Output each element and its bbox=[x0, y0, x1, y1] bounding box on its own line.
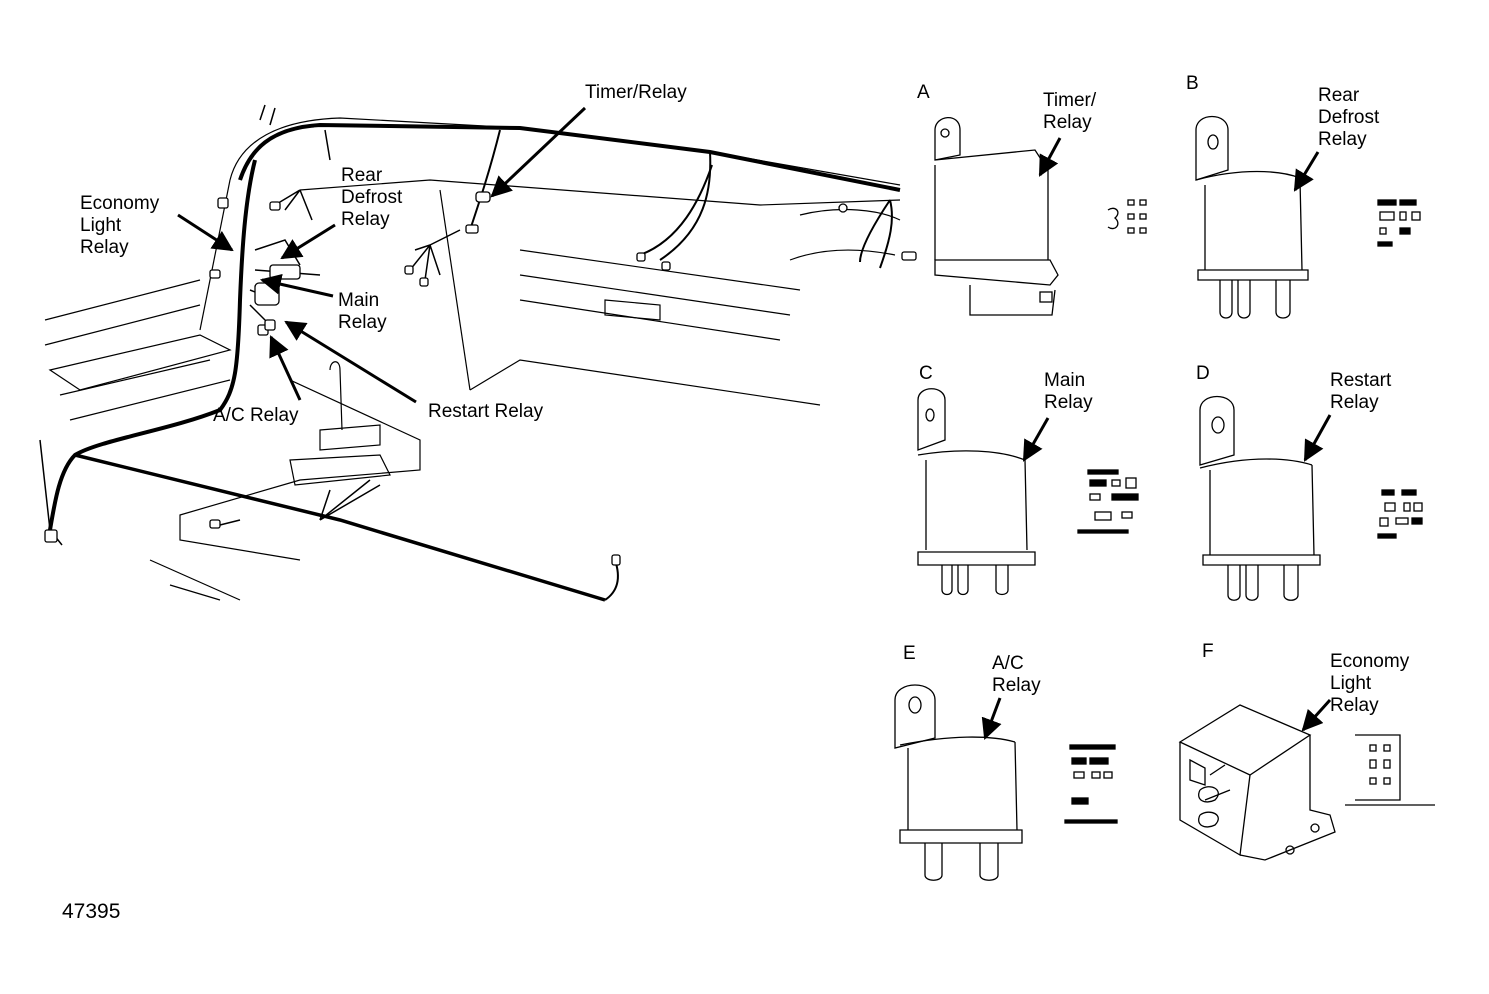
label-line: Restart bbox=[1330, 370, 1392, 391]
panel-b-terminal-view bbox=[1377, 199, 1421, 247]
panel-a-letter: A bbox=[917, 82, 930, 103]
label-line: Relay bbox=[80, 237, 129, 258]
panel-a-timer-relay bbox=[934, 116, 1147, 316]
label-line: Relay bbox=[1318, 129, 1367, 150]
panel-b-label: Rear Defrost Relay bbox=[1318, 85, 1379, 151]
panel-b-rear-defrost-relay bbox=[1195, 116, 1421, 319]
panel-e-letter: E bbox=[903, 643, 916, 664]
panel-a-label: Timer/ Relay bbox=[1043, 90, 1096, 134]
panel-e-ac-relay bbox=[894, 684, 1118, 881]
panel-d-letter: D bbox=[1196, 363, 1210, 384]
panel-d-terminal-view bbox=[1377, 489, 1423, 539]
panel-a-terminal-view bbox=[1107, 199, 1147, 234]
label-timer-relay: Timer/Relay bbox=[585, 82, 687, 103]
panel-f-terminal-view bbox=[1345, 734, 1435, 806]
panel-f-economy-light-relay bbox=[1178, 704, 1435, 861]
arrow-ac-relay bbox=[269, 335, 302, 401]
panel-c-terminal-view bbox=[1077, 469, 1139, 534]
label-line: Rear bbox=[341, 165, 383, 186]
panel-arrows bbox=[981, 137, 1332, 740]
panel-c-letter: C bbox=[919, 363, 933, 384]
label-line: Main bbox=[338, 290, 380, 311]
arrow-panel-d bbox=[1303, 414, 1332, 462]
arrow-rear-defrost bbox=[280, 223, 336, 260]
label-line: Relay bbox=[338, 312, 387, 333]
arrow-main-relay bbox=[259, 273, 334, 298]
arrow-timer-relay bbox=[490, 106, 587, 198]
label-line: Economy bbox=[1330, 651, 1410, 672]
dashboard-outline bbox=[44, 117, 901, 601]
label-line: Defrost bbox=[341, 187, 403, 208]
arrow-panel-e bbox=[981, 697, 1002, 740]
arrow-restart-relay bbox=[284, 320, 417, 404]
panel-b-letter: B bbox=[1186, 73, 1199, 94]
label-rear-defrost-relay: Rear Defrost Relay bbox=[341, 165, 402, 231]
label-line: Timer/ bbox=[1043, 90, 1097, 111]
label-line: Relay bbox=[1330, 695, 1379, 716]
panel-e-label: A/C Relay bbox=[992, 653, 1041, 697]
callout-arrows bbox=[177, 106, 587, 404]
arrow-panel-b bbox=[1293, 151, 1320, 192]
panel-d-label: Restart Relay bbox=[1330, 370, 1391, 414]
panel-f-letter: F bbox=[1202, 641, 1214, 662]
label-ac-relay: A/C Relay bbox=[213, 405, 299, 426]
panel-e-terminal-view bbox=[1064, 744, 1118, 824]
arrow-economy-light bbox=[177, 213, 234, 252]
label-main-relay: Main Relay bbox=[338, 290, 387, 334]
panel-c-label: Main Relay bbox=[1044, 370, 1093, 414]
arrow-panel-a bbox=[1038, 137, 1062, 177]
panel-d-restart-relay bbox=[1199, 396, 1423, 601]
label-line: Main bbox=[1044, 370, 1086, 391]
arrow-panel-f bbox=[1301, 698, 1332, 732]
label-line: Relay bbox=[341, 209, 390, 230]
label-line: Economy bbox=[80, 193, 160, 214]
wiring-harness bbox=[39, 104, 901, 602]
panel-f-label: Economy Light Relay bbox=[1330, 651, 1409, 717]
label-line: Defrost bbox=[1318, 107, 1380, 128]
wire-connectors bbox=[44, 191, 917, 566]
label-line: A/C bbox=[992, 653, 1024, 674]
label-line: Relay bbox=[1330, 392, 1379, 413]
label-line: Light bbox=[80, 215, 122, 236]
label-line: Light bbox=[1330, 673, 1372, 694]
label-line: Relay bbox=[1044, 392, 1093, 413]
label-line: Relay bbox=[1043, 112, 1092, 133]
figure-number: 47395 bbox=[62, 900, 121, 923]
label-line: Rear bbox=[1318, 85, 1360, 106]
label-restart-relay: Restart Relay bbox=[428, 401, 544, 422]
label-economy-light-relay: Economy Light Relay bbox=[80, 193, 159, 259]
arrow-panel-c bbox=[1022, 417, 1050, 462]
panel-c-main-relay bbox=[917, 388, 1139, 596]
label-line: Relay bbox=[992, 675, 1041, 696]
